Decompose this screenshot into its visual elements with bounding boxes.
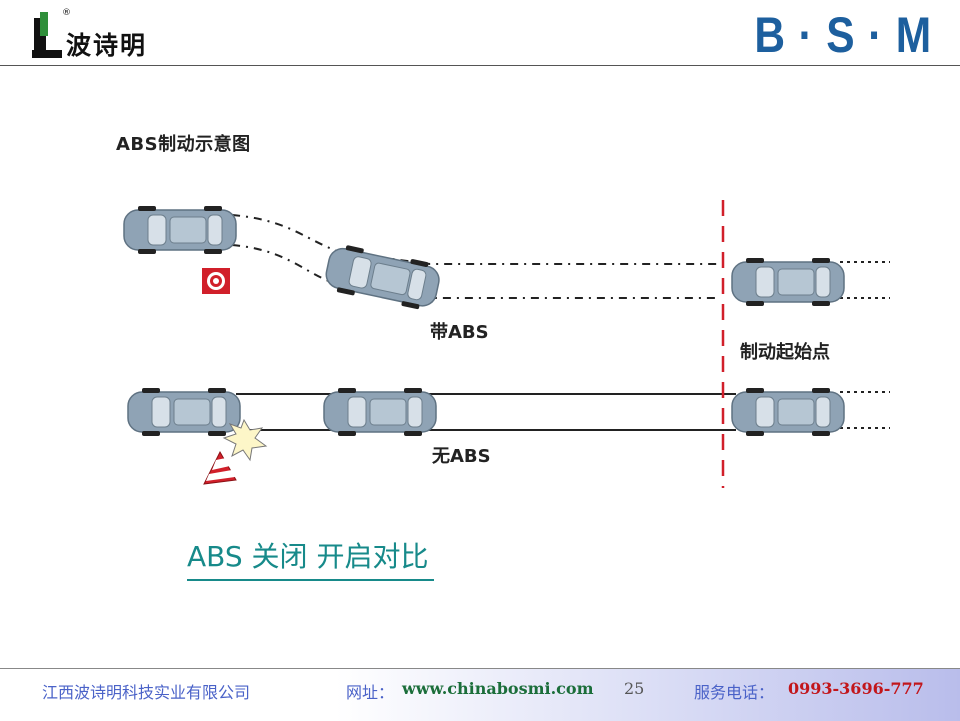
header: ® 波诗明 B · S · M (0, 0, 960, 66)
target-obstacle-icon (202, 268, 230, 294)
logo-text: 波诗明 (66, 31, 148, 60)
diagram-title: ABS制动示意图 (116, 134, 251, 155)
label-with-abs: 带ABS (430, 322, 489, 343)
page-number: 25 (624, 679, 645, 698)
abs-braking-diagram (123, 200, 890, 488)
comparison-caption-link[interactable]: ABS 关闭 开启对比 (187, 535, 435, 581)
abs-track-lower (231, 244, 720, 299)
car-abs-steering (322, 241, 444, 314)
car-abs-end (731, 257, 845, 307)
footer-phone-label: 服务电话： (694, 683, 775, 702)
abs-track-upper (231, 214, 720, 265)
footer-website: www.chinabosmi.com (402, 679, 594, 698)
car-noabs-start (127, 387, 241, 437)
footer: 江西波诗明科技实业有限公司 网址： www.chinabosmi.com 25 … (0, 668, 960, 721)
registered-mark: ® (62, 8, 71, 18)
logo-mark-icon (32, 12, 62, 58)
car-noabs-mid (323, 387, 437, 437)
header-divider (0, 65, 960, 66)
footer-phone: 0993-3696-777 (788, 679, 924, 698)
footer-website-label: 网址： (346, 683, 395, 702)
car-noabs-end (731, 387, 845, 437)
traffic-cone-icon (203, 450, 237, 485)
car-abs-start (123, 205, 237, 255)
label-without-abs: 无ABS (432, 446, 491, 467)
brand-wordmark: B · S · M (754, 7, 932, 63)
collision-burst-icon (222, 418, 268, 462)
footer-company: 江西波诗明科技实业有限公司 (42, 683, 251, 702)
label-brake-start: 制动起始点 (740, 342, 830, 363)
company-logo: ® 波诗明 (28, 8, 228, 62)
